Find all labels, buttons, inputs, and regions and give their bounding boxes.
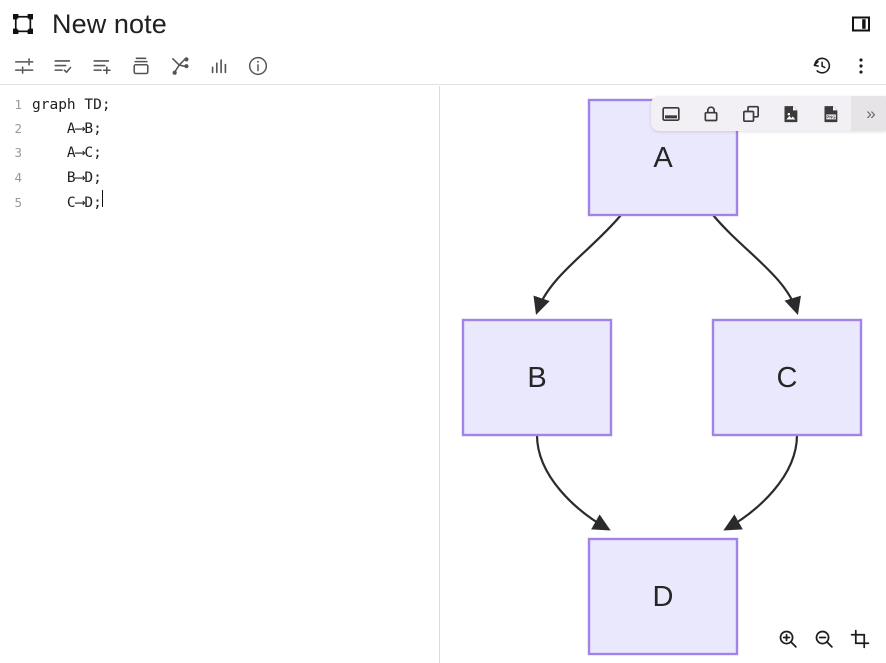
node-label-d: D: [653, 581, 674, 613]
settings-sliders-icon[interactable]: [8, 50, 39, 81]
code-area[interactable]: 1 graph TD; 2 A⟶B; 3 A⟶C; 4 B⟶D; 5 C⟶D;: [0, 86, 439, 214]
more-vertical-icon[interactable]: [845, 50, 876, 81]
edge-b-d: [535, 434, 611, 531]
selection-frame-icon: [10, 11, 36, 37]
line-text[interactable]: A⟶B;: [32, 121, 102, 138]
export-svg-icon[interactable]: [771, 96, 811, 131]
line-text[interactable]: B⟶D;: [32, 169, 102, 186]
line-number: 3: [14, 145, 22, 161]
history-icon[interactable]: [806, 50, 837, 81]
add-list-icon[interactable]: [86, 50, 117, 81]
text-caret: [101, 189, 103, 207]
line-text[interactable]: graph TD;: [32, 97, 111, 113]
code-line[interactable]: 1 graph TD;: [0, 93, 439, 117]
svg-text:PNG: PNG: [826, 114, 836, 119]
node-label-c: C: [777, 362, 798, 394]
code-line[interactable]: 3 A⟶C;: [0, 141, 439, 165]
line-number: 4: [14, 169, 22, 185]
code-editor-pane[interactable]: 1 graph TD; 2 A⟶B; 3 A⟶C; 4 B⟶D; 5 C⟶D;: [0, 86, 440, 663]
zoom-out-icon[interactable]: [806, 621, 842, 657]
code-line[interactable]: 4 B⟶D;: [0, 166, 439, 190]
titlebar-actions: [848, 11, 874, 37]
diagram-toolbar: PNG »: [651, 96, 886, 131]
diagram-preview-pane[interactable]: A B C D: [441, 86, 886, 663]
title-bar: New note: [0, 0, 886, 47]
code-line[interactable]: 2 A⟶B;: [0, 117, 439, 141]
lock-icon[interactable]: [691, 96, 731, 131]
diagram-node-d[interactable]: D: [587, 537, 739, 656]
line-text[interactable]: C⟶D;: [32, 194, 102, 211]
bar-chart-icon[interactable]: [203, 50, 234, 81]
flowchart-diagram: A B C D: [461, 98, 863, 656]
line-number: 5: [14, 194, 22, 210]
diagram-node-c[interactable]: C: [711, 318, 863, 437]
fit-view-icon[interactable]: [842, 621, 878, 657]
export-png-icon[interactable]: PNG: [811, 96, 851, 131]
copy-icon[interactable]: [731, 96, 771, 131]
node-label-a: A: [653, 142, 673, 174]
fit-panel-icon[interactable]: [651, 96, 691, 131]
code-line[interactable]: 5 C⟶D;: [0, 189, 439, 214]
info-icon[interactable]: [242, 50, 273, 81]
diagram-node-b[interactable]: B: [461, 318, 613, 437]
zoom-in-icon[interactable]: [770, 621, 806, 657]
zoom-controls: [770, 621, 878, 657]
split-panel-icon[interactable]: [848, 11, 874, 37]
diagram-branch-icon[interactable]: [164, 50, 195, 81]
node-label-b: B: [527, 362, 546, 394]
more-chevrons-icon[interactable]: »: [851, 96, 886, 131]
main-toolbar: [0, 47, 886, 85]
page-title: New note: [52, 8, 167, 39]
line-number: 1: [14, 97, 22, 112]
edge-c-d: [723, 434, 799, 531]
edge-a-c: [712, 214, 801, 315]
checklist-icon[interactable]: [47, 50, 78, 81]
line-text[interactable]: A⟶C;: [32, 145, 102, 162]
line-number: 2: [14, 121, 22, 137]
stack-icon[interactable]: [125, 50, 156, 81]
edge-a-b: [533, 214, 622, 315]
